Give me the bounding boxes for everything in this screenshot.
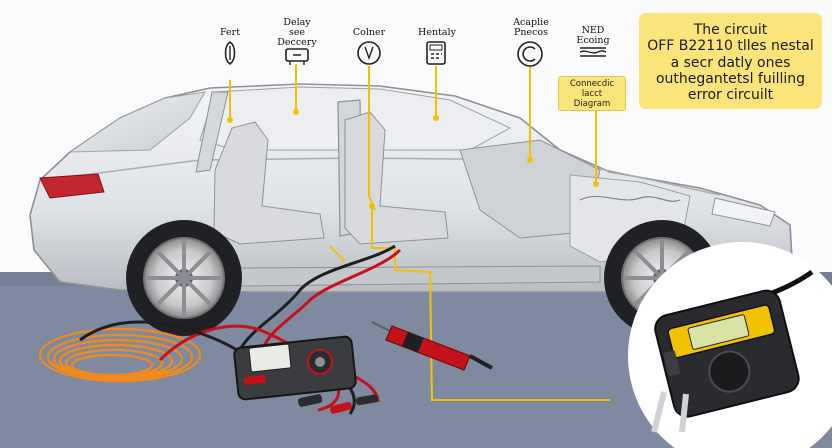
test-probe bbox=[371, 321, 493, 371]
meter-label: Hentaly bbox=[418, 27, 456, 38]
ned-coil-icon bbox=[578, 44, 608, 60]
rocker-sill bbox=[239, 265, 601, 287]
fault-note: The circuit OFF B22110 tlles nestal a se… bbox=[639, 13, 822, 109]
fuse-label: Fert bbox=[219, 27, 241, 38]
probe-connectors bbox=[297, 394, 379, 414]
adapter-label: Acaplie Pnecos bbox=[513, 17, 549, 38]
car bbox=[29, 83, 793, 336]
rear-window bbox=[68, 91, 206, 153]
note-line-5: error circuilt bbox=[687, 87, 774, 103]
callout-line-1: Connecdic bbox=[569, 79, 615, 89]
note-line-2: OFF B22110 tlles nestal bbox=[647, 38, 814, 54]
scanner-inset bbox=[628, 242, 832, 448]
note-line-1: The circuit bbox=[693, 22, 768, 38]
meter-icon bbox=[425, 40, 447, 66]
ned-label: NED Ecoing bbox=[576, 25, 610, 46]
front-seat bbox=[344, 111, 449, 245]
leader-dots bbox=[227, 109, 599, 209]
relay-icon bbox=[284, 46, 310, 66]
note-line-3: a secr datly ones bbox=[670, 55, 791, 71]
note-line-4: outhegantetsl fuilling bbox=[655, 71, 806, 87]
multimeter bbox=[233, 335, 357, 401]
rear-seat bbox=[213, 121, 325, 245]
callout-line-2: lacct bbox=[581, 89, 603, 99]
callout-line-3: Diagram bbox=[573, 99, 611, 109]
relay-label: Delay see Deccery bbox=[277, 17, 317, 48]
headlight bbox=[711, 197, 776, 227]
c-pillar bbox=[195, 91, 229, 173]
coiled-cable bbox=[38, 327, 202, 383]
adapter-icon bbox=[516, 40, 544, 68]
diagram-callout: Connecdic lacct Diagram bbox=[558, 76, 626, 111]
engine-wiring bbox=[579, 195, 681, 202]
connector-icon bbox=[355, 38, 383, 68]
fuse-icon bbox=[219, 40, 241, 66]
connector-label: Colner bbox=[352, 27, 386, 38]
tail-light bbox=[39, 173, 105, 199]
rear-wheel bbox=[126, 220, 242, 336]
